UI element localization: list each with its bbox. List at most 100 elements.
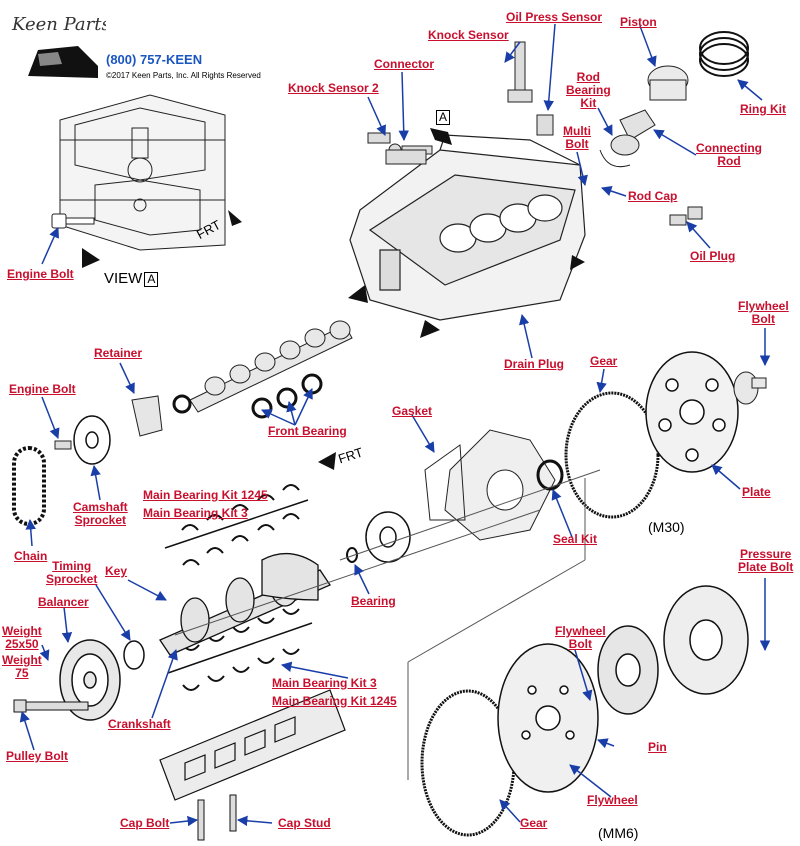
label-timing-sprocket-line1: Timing xyxy=(52,559,92,573)
label-gasket[interactable]: Gasket xyxy=(392,404,433,418)
ring-kit-part xyxy=(699,31,749,77)
front-bearing-part xyxy=(172,373,323,419)
bearing-part xyxy=(346,547,358,563)
label-pressure-plate-bolt[interactable]: Pressure Plate Bolt xyxy=(738,548,793,574)
label-main-bearing-kit-3-bottom[interactable]: Main Bearing Kit 3 xyxy=(272,676,377,690)
label-main-bearing-kit-1245-top[interactable]: Main Bearing Kit 1245 xyxy=(143,488,268,502)
label-pin[interactable]: Pin xyxy=(648,740,667,754)
label-rod-cap[interactable]: Rod Cap xyxy=(628,189,678,203)
gasket-part xyxy=(424,444,466,521)
block-arrow-a xyxy=(430,128,452,145)
label-ring-kit[interactable]: Ring Kit xyxy=(740,102,786,116)
label-camshaft-sprocket[interactable]: Camshaft Sprocket xyxy=(73,501,128,527)
label-camshaft-sprocket-line2: Sprocket xyxy=(74,513,127,527)
label-gear-bottom[interactable]: Gear xyxy=(520,816,548,830)
view-marker-box: A xyxy=(436,110,451,125)
label-oil-plug[interactable]: Oil Plug xyxy=(690,249,736,263)
timing-sprocket-part xyxy=(123,640,145,670)
label-camshaft-sprocket-line1: Camshaft xyxy=(73,500,128,514)
view-box: A xyxy=(144,272,159,287)
label-multi-bolt-line2: Bolt xyxy=(565,137,589,151)
engine-block-part xyxy=(349,134,586,321)
label-main-bearing-kit-1245-bottom[interactable]: Main Bearing Kit 1245 xyxy=(272,694,397,708)
flywheel-part xyxy=(497,643,599,793)
logo-text: Keen Parts xyxy=(11,14,106,35)
crankshaft-part xyxy=(159,553,331,656)
inset-view-a xyxy=(59,94,226,251)
label-weight-75-line2: 75 xyxy=(15,666,29,680)
label-gear-top[interactable]: Gear xyxy=(590,354,618,368)
m30-plate-part xyxy=(645,351,739,473)
flywheel-hub-part xyxy=(733,371,767,405)
balancer-part xyxy=(59,639,121,721)
connector-part xyxy=(385,149,427,165)
label-oil-press-sensor[interactable]: Oil Press Sensor xyxy=(506,10,603,24)
label-bearing[interactable]: Bearing xyxy=(351,594,396,608)
connecting-rod-part xyxy=(610,109,656,156)
label-main-bearing-kit-3-top[interactable]: Main Bearing Kit 3 xyxy=(143,506,248,520)
label-flywheel-bolt-top-line2: Bolt xyxy=(751,312,775,326)
label-cap-stud[interactable]: Cap Stud xyxy=(278,816,331,830)
label-front-bearing[interactable]: Front Bearing xyxy=(268,424,347,438)
label-weight-25x50-line1: Weight xyxy=(2,624,42,638)
label-timing-sprocket[interactable]: Timing Sprocket xyxy=(46,560,97,586)
block-arrow-bottom xyxy=(420,320,440,338)
main-caps-part xyxy=(159,689,346,801)
retainer-part xyxy=(131,395,163,437)
phone-number[interactable]: (800) 757-KEEN xyxy=(106,52,203,67)
label-connecting-rod-line2: Rod xyxy=(717,154,741,168)
oil-plug-part xyxy=(669,206,703,226)
variant-mm6: (MM6) xyxy=(598,825,639,841)
leader-lines xyxy=(19,23,771,827)
copyright-text: ©2017 Keen Parts, Inc. All Rights Reserv… xyxy=(106,71,261,80)
label-multi-bolt[interactable]: Multi Bolt xyxy=(563,125,591,151)
label-timing-sprocket-line2: Sprocket xyxy=(46,572,98,586)
label-balancer[interactable]: Balancer xyxy=(38,595,89,609)
label-multi-bolt-line1: Multi xyxy=(563,124,591,138)
label-crankshaft[interactable]: Crankshaft xyxy=(108,717,171,731)
label-weight-25x50-line2: 25x50 xyxy=(5,637,39,651)
label-connecting-rod-line1: Connecting xyxy=(696,141,762,155)
cap-stud-part xyxy=(229,794,237,832)
label-plate[interactable]: Plate xyxy=(742,485,771,499)
camshaft-part xyxy=(189,320,353,413)
label-retainer[interactable]: Retainer xyxy=(94,346,143,360)
label-pressure-plate-bolt-line1: Pressure xyxy=(739,547,792,561)
frt-arrow-top xyxy=(228,210,242,226)
camshaft-sprocket-part xyxy=(73,415,111,465)
label-flywheel-bolt-bottom-line2: Bolt xyxy=(568,637,592,651)
variant-m30: (M30) xyxy=(648,519,685,535)
label-knock-sensor-2[interactable]: Knock Sensor 2 xyxy=(288,81,379,95)
label-cap-bolt[interactable]: Cap Bolt xyxy=(120,816,170,830)
label-drain-plug[interactable]: Drain Plug xyxy=(504,357,565,371)
label-flywheel-bolt-bottom-line1: Flywheel xyxy=(555,624,606,638)
view-a-marker: A xyxy=(434,108,451,125)
block-arrow-left xyxy=(348,285,368,303)
view-label-text: VIEW xyxy=(104,270,143,287)
label-connecting-rod[interactable]: Connecting Rod xyxy=(696,142,762,168)
label-weight-75-line1: Weight xyxy=(2,653,42,667)
label-flywheel-bolt-bottom[interactable]: Flywheel Bolt xyxy=(555,625,606,651)
block-arrow-right xyxy=(570,255,585,270)
label-chain[interactable]: Chain xyxy=(14,549,48,563)
label-pressure-plate-bolt-line2: Plate Bolt xyxy=(738,560,794,574)
label-piston[interactable]: Piston xyxy=(620,15,657,29)
label-pulley-bolt[interactable]: Pulley Bolt xyxy=(6,749,69,763)
label-flywheel[interactable]: Flywheel xyxy=(587,793,638,807)
label-weight-25x50[interactable]: Weight 25x50 xyxy=(2,625,42,651)
label-engine-bolt-top[interactable]: Engine Bolt xyxy=(7,267,74,281)
label-connector[interactable]: Connector xyxy=(374,57,434,71)
label-knock-sensor[interactable]: Knock Sensor xyxy=(428,28,509,42)
label-flywheel-bolt-top[interactable]: Flywheel Bolt xyxy=(738,300,789,326)
label-engine-bolt-mid[interactable]: Engine Bolt xyxy=(9,382,76,396)
oil-press-sensor-part xyxy=(536,114,554,136)
label-rod-bearing-kit-line3: Kit xyxy=(580,96,597,110)
label-seal-kit[interactable]: Seal Kit xyxy=(553,532,598,546)
engine-bolt-inset-part xyxy=(51,213,95,229)
label-key[interactable]: Key xyxy=(105,564,128,578)
label-rod-bearing-kit[interactable]: Rod Bearing Kit xyxy=(566,71,611,110)
pulley-bolt-part xyxy=(13,699,89,713)
label-weight-75[interactable]: Weight 75 xyxy=(2,654,42,680)
